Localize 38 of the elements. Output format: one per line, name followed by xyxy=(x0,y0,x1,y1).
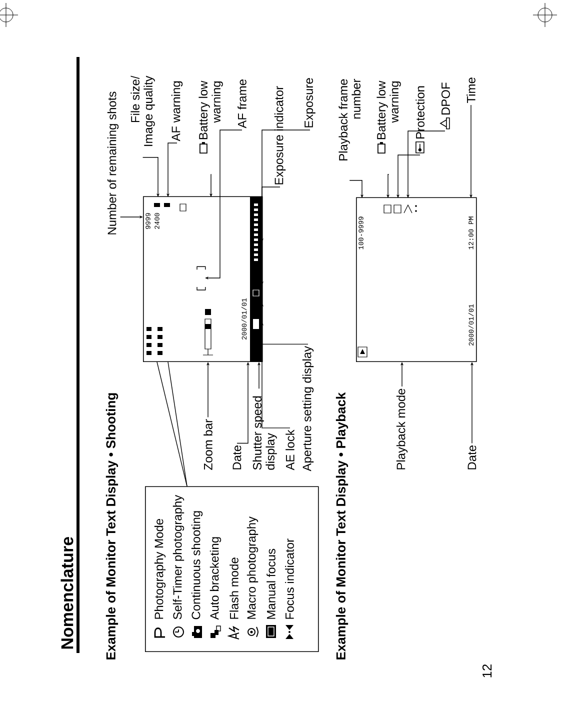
callout-label: Date xyxy=(468,446,476,470)
callout-label: Aperture setting display xyxy=(302,346,314,472)
page-title: Nomenclature xyxy=(60,537,74,649)
callout-label: Time xyxy=(466,78,476,104)
callout-label: Exposure xyxy=(304,78,316,128)
leader-line xyxy=(142,157,160,197)
legend-text: Auto bracketing xyxy=(210,537,222,620)
display-screen xyxy=(356,197,477,362)
callout-label: Battery low warning xyxy=(198,80,223,154)
callout-label: Protection xyxy=(416,86,424,154)
callout-label: AF warning xyxy=(171,81,183,142)
callout-label: AE lock xyxy=(286,430,294,470)
callout-label: Exposure indicator xyxy=(274,86,286,184)
leader-line xyxy=(168,362,188,487)
section-heading: Example of Monitor Text Display • Shooting xyxy=(106,393,118,660)
af-frame-bracket xyxy=(196,266,206,290)
legend-text: Continuous shooting xyxy=(191,511,203,620)
legend-text: Flash mode xyxy=(230,558,238,619)
legend-box xyxy=(145,486,319,652)
callout-label: Shutter speed display xyxy=(252,396,277,470)
leader-line xyxy=(349,180,364,198)
legend-text: Manual focus xyxy=(266,548,276,619)
legend-text: Macro photography xyxy=(246,516,258,619)
section-heading: Example of Monitor Text Display • Playback xyxy=(336,392,348,660)
legend-text: Focus indicator xyxy=(285,538,294,619)
legend-text: Self-Timer photography xyxy=(172,494,184,620)
legend-text: Photography Mode xyxy=(154,518,166,619)
callout-label: Zoom bar xyxy=(204,419,212,470)
callout-label: Date xyxy=(232,446,242,470)
leader-line xyxy=(205,130,242,280)
leader-line xyxy=(156,362,188,487)
callout-label: Playback frame number xyxy=(338,78,360,160)
callout-label: File size/ Image quality xyxy=(130,76,155,146)
callout-label: Battery low warning xyxy=(376,80,401,154)
callout-label: Playback mode xyxy=(396,388,408,470)
page-number: 12 xyxy=(482,664,492,678)
callout-label: Number of remaining shots xyxy=(107,92,119,234)
callout-label: AF frame xyxy=(238,80,246,128)
